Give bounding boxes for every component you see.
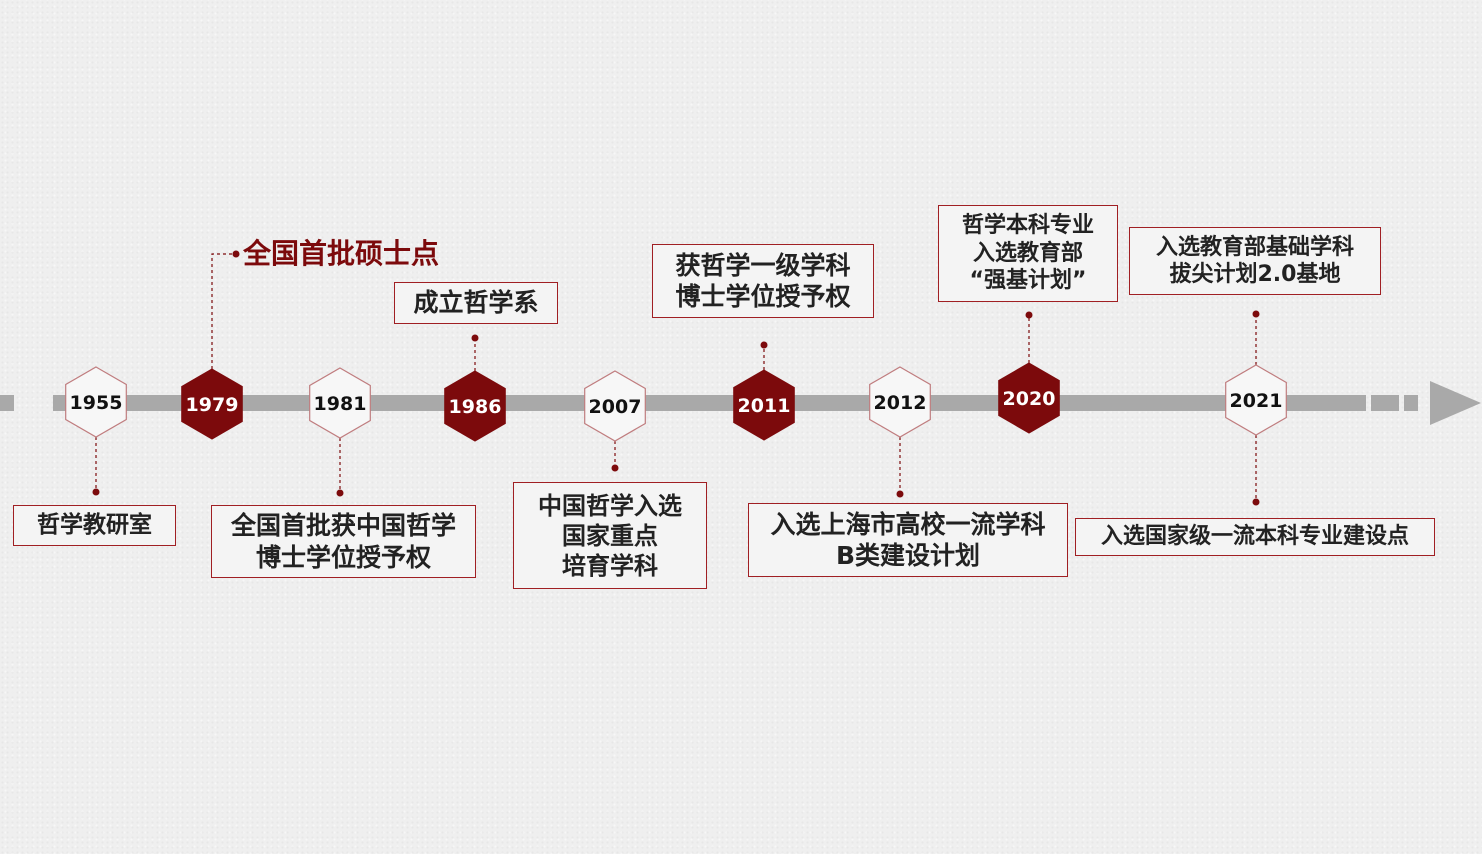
connector-dot: [232, 250, 240, 258]
connector-dot: [1252, 310, 1260, 318]
milestone-1979: 1979: [181, 368, 243, 440]
connector-dot: [611, 464, 619, 472]
event-label-1955: 哲学教研室: [13, 505, 176, 546]
milestone-year: 2007: [589, 396, 642, 418]
track-segment: [1404, 395, 1418, 411]
milestone-1981: 1981: [309, 367, 371, 439]
milestone-year: 1979: [186, 394, 239, 416]
track-bar: [53, 395, 1366, 411]
milestone-year: 2011: [738, 395, 791, 417]
event-label-2012: 入选上海市高校一流学科 B类建设计划: [748, 503, 1068, 577]
connector-dot: [1252, 498, 1260, 506]
milestone-hexagon: [584, 370, 646, 442]
milestone-hexagon: [309, 367, 371, 439]
event-label-2021: 入选国家级一流本科专业建设点: [1075, 518, 1435, 556]
milestone-2020: 2020: [998, 362, 1060, 434]
milestone-hexagon: [1225, 364, 1287, 436]
event-label-1979: 全国首批硕士点: [243, 237, 440, 270]
connector-dot: [896, 490, 904, 498]
event-label-1986: 成立哲学系: [394, 282, 558, 324]
connector-line: [211, 253, 236, 369]
event-label-2020: 哲学本科专业 入选教育部 “强基计划”: [938, 205, 1118, 302]
milestone-year: 1986: [449, 396, 502, 418]
milestone-hexagon: [869, 366, 931, 438]
milestone-year: 1981: [314, 393, 367, 415]
timeline-arrowhead: [1430, 381, 1481, 425]
event-label-2021: 入选教育部基础学科 拔尖计划2.0基地: [1129, 227, 1381, 295]
connector-dot: [760, 341, 768, 349]
event-label-1981: 全国首批获中国哲学 博士学位授予权: [211, 505, 476, 578]
milestone-hexagon: [733, 369, 795, 441]
milestone-hexagon: [444, 370, 506, 442]
milestone-2011: 2011: [733, 369, 795, 441]
connector-dot: [1025, 311, 1033, 319]
track-segment: [0, 395, 14, 411]
milestone-2021: 2021: [1225, 364, 1287, 436]
milestone-1955: 1955: [65, 366, 127, 438]
milestone-1986: 1986: [444, 370, 506, 442]
milestone-year: 2012: [874, 392, 927, 414]
connector-dot: [336, 489, 344, 497]
milestone-hexagon: [65, 366, 127, 438]
milestone-2012: 2012: [869, 366, 931, 438]
event-label-2007: 中国哲学入选 国家重点 培育学科: [513, 482, 707, 589]
event-label-2011: 获哲学一级学科 博士学位授予权: [652, 244, 874, 318]
milestone-2007: 2007: [584, 370, 646, 442]
milestone-year: 1955: [70, 392, 123, 414]
milestone-year: 2020: [1003, 388, 1056, 410]
connector-dot: [92, 488, 100, 496]
milestone-hexagon: [998, 362, 1060, 434]
milestone-hexagon: [181, 368, 243, 440]
connector-dot: [471, 334, 479, 342]
track-segment: [1371, 395, 1399, 411]
milestone-layer: 1955 1979 1981 1986 2007 2011 2012 2020 2021: [65, 362, 1287, 442]
milestone-year: 2021: [1230, 390, 1283, 412]
connector-layer: [92, 250, 1260, 506]
